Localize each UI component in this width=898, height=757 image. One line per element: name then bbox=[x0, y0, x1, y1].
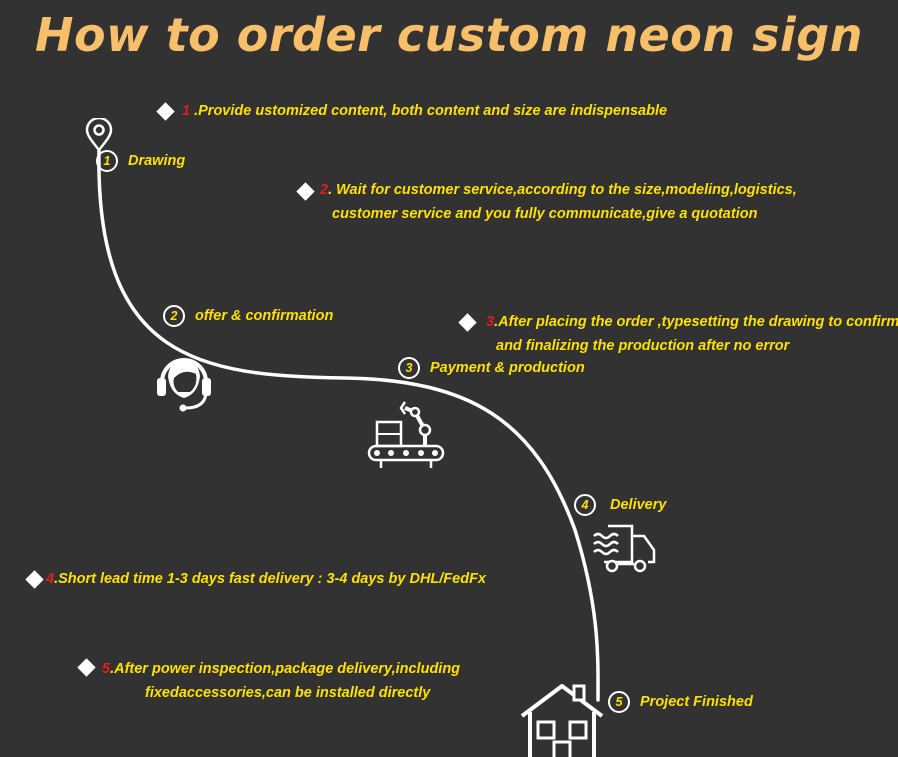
step-number: 3 bbox=[398, 357, 420, 379]
step-label: offer & confirmation bbox=[195, 308, 334, 324]
step-number: 2 bbox=[163, 305, 185, 327]
note-text-line2: customer service and you fully communica… bbox=[332, 206, 758, 222]
note-text-line2: fixedaccessories,can be installed direct… bbox=[145, 685, 431, 701]
note-2: 2. Wait for customer service,according t… bbox=[320, 178, 797, 226]
note-text: .Short lead time 1-3 days fast delivery … bbox=[54, 571, 486, 587]
note-number: 3 bbox=[486, 314, 495, 330]
note-4: 4.Short lead time 1-3 days fast delivery… bbox=[46, 567, 486, 591]
step-label: Drawing bbox=[128, 153, 186, 169]
step-label: Payment & production bbox=[430, 360, 585, 376]
note-text: .Provide ustomized content, both content… bbox=[190, 103, 668, 119]
step-number: 5 bbox=[608, 691, 630, 713]
note-text: . Wait for customer service,according to… bbox=[328, 182, 797, 198]
note-number: 4 bbox=[46, 571, 55, 587]
step-4: 4 Delivery bbox=[574, 494, 666, 516]
location-pin-icon bbox=[85, 118, 113, 152]
step-3: 3 Payment & production bbox=[398, 357, 585, 379]
note-number: 5 bbox=[102, 661, 111, 677]
note-3: 3.After placing the order ,typesetting t… bbox=[486, 310, 898, 358]
step-2: 2 offer & confirmation bbox=[163, 305, 333, 327]
step-number: 4 bbox=[574, 494, 596, 516]
note-1: 1 .Provide ustomized content, both conte… bbox=[182, 99, 667, 123]
note-number: 2 bbox=[320, 182, 329, 198]
customer-service-headset-icon bbox=[157, 358, 211, 412]
note-number: 1 bbox=[182, 103, 191, 119]
note-text: .After placing the order ,typesetting th… bbox=[494, 314, 898, 330]
step-1: 1 Drawing bbox=[96, 150, 185, 172]
step-number: 1 bbox=[96, 150, 118, 172]
note-text: .After power inspection,package delivery… bbox=[110, 661, 461, 677]
note-text-line2: and finalizing the production after no e… bbox=[496, 338, 790, 354]
step-label: Project Finished bbox=[640, 694, 753, 710]
house-icon bbox=[520, 684, 604, 757]
step-label: Delivery bbox=[610, 497, 667, 513]
step-5: 5 Project Finished bbox=[608, 691, 753, 713]
factory-robot-arm-icon bbox=[367, 401, 445, 468]
page-title: How to order custom neon sign bbox=[35, 8, 863, 62]
delivery-truck-icon bbox=[593, 524, 656, 573]
note-5: 5.After power inspection,package deliver… bbox=[102, 657, 460, 705]
